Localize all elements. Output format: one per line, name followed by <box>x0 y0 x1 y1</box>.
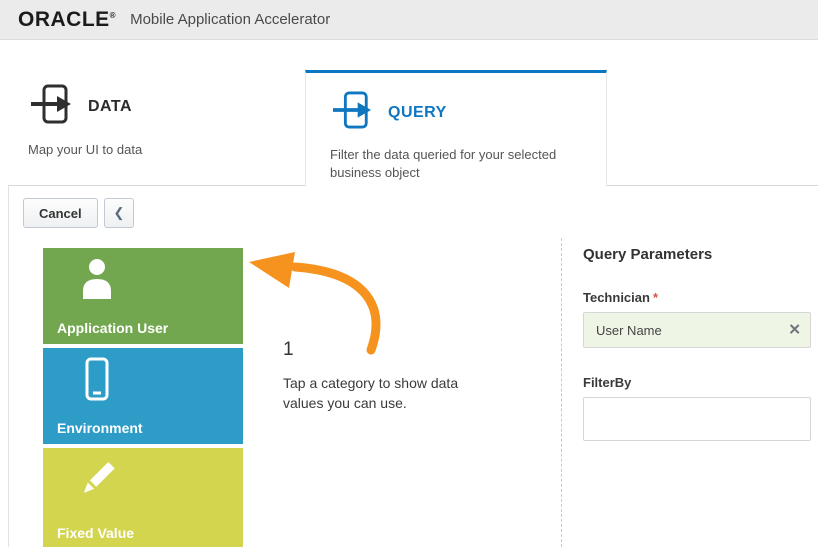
technician-label: Technician* <box>583 290 818 305</box>
filterby-input-wrap <box>583 397 811 441</box>
hint-step-number: 1 <box>283 339 294 360</box>
registered-mark: ® <box>109 10 117 20</box>
category-tile-application-user[interactable]: Application User <box>43 248 243 344</box>
filterby-label: FilterBy <box>583 375 632 390</box>
app-title: Mobile Application Accelerator <box>130 11 331 28</box>
oracle-logo-text: ORACLE <box>18 7 110 31</box>
content-panel: Cancel ❮ Application User Environment <box>8 185 818 547</box>
tutorial-arrow <box>237 248 387 363</box>
back-button[interactable]: ❮ <box>104 198 134 228</box>
tab-data[interactable]: DATA Map your UI to data <box>28 84 278 159</box>
category-tile-environment[interactable]: Environment <box>43 348 243 444</box>
cancel-button[interactable]: Cancel <box>23 198 98 228</box>
tab-query-label: QUERY <box>388 103 447 121</box>
filterby-input[interactable] <box>583 397 811 441</box>
category-tile-fixed-value[interactable]: Fixed Value <box>43 448 243 547</box>
query-parameters-title: Query Parameters <box>583 246 713 263</box>
technician-input[interactable] <box>583 312 811 348</box>
pencil-icon <box>77 457 117 506</box>
category-label: Application User <box>57 320 169 336</box>
tutorial-hint: 1 Tap a category to show data values you… <box>283 339 498 414</box>
tab-query[interactable]: QUERY Filter the data queried for your s… <box>305 70 607 186</box>
tab-data-label: DATA <box>88 97 133 115</box>
hint-text: Tap a category to show data values you c… <box>283 375 459 412</box>
category-label: Fixed Value <box>57 525 135 541</box>
data-phone-arrow-icon <box>28 84 74 129</box>
oracle-logo: ORACLE® <box>18 8 116 32</box>
user-icon <box>77 257 117 306</box>
required-asterisk: * <box>652 290 659 305</box>
clear-icon[interactable]: ✕ <box>788 321 801 339</box>
technician-input-wrap: ✕ <box>583 312 811 348</box>
category-label: Environment <box>57 420 143 436</box>
query-phone-arrow-icon <box>330 91 374 134</box>
tab-data-subtitle: Map your UI to data <box>28 142 143 157</box>
smartphone-icon <box>77 357 117 406</box>
app-header: ORACLE® Mobile Application Accelerator <box>0 0 818 40</box>
technician-label-text: Technician <box>583 290 650 305</box>
tab-query-subtitle: Filter the data queried for your selecte… <box>330 147 557 180</box>
query-parameters-panel: Query Parameters Technician* ✕ FilterBy <box>583 246 818 441</box>
back-chevron-icon: ❮ <box>113 205 125 220</box>
section-divider <box>561 238 562 547</box>
